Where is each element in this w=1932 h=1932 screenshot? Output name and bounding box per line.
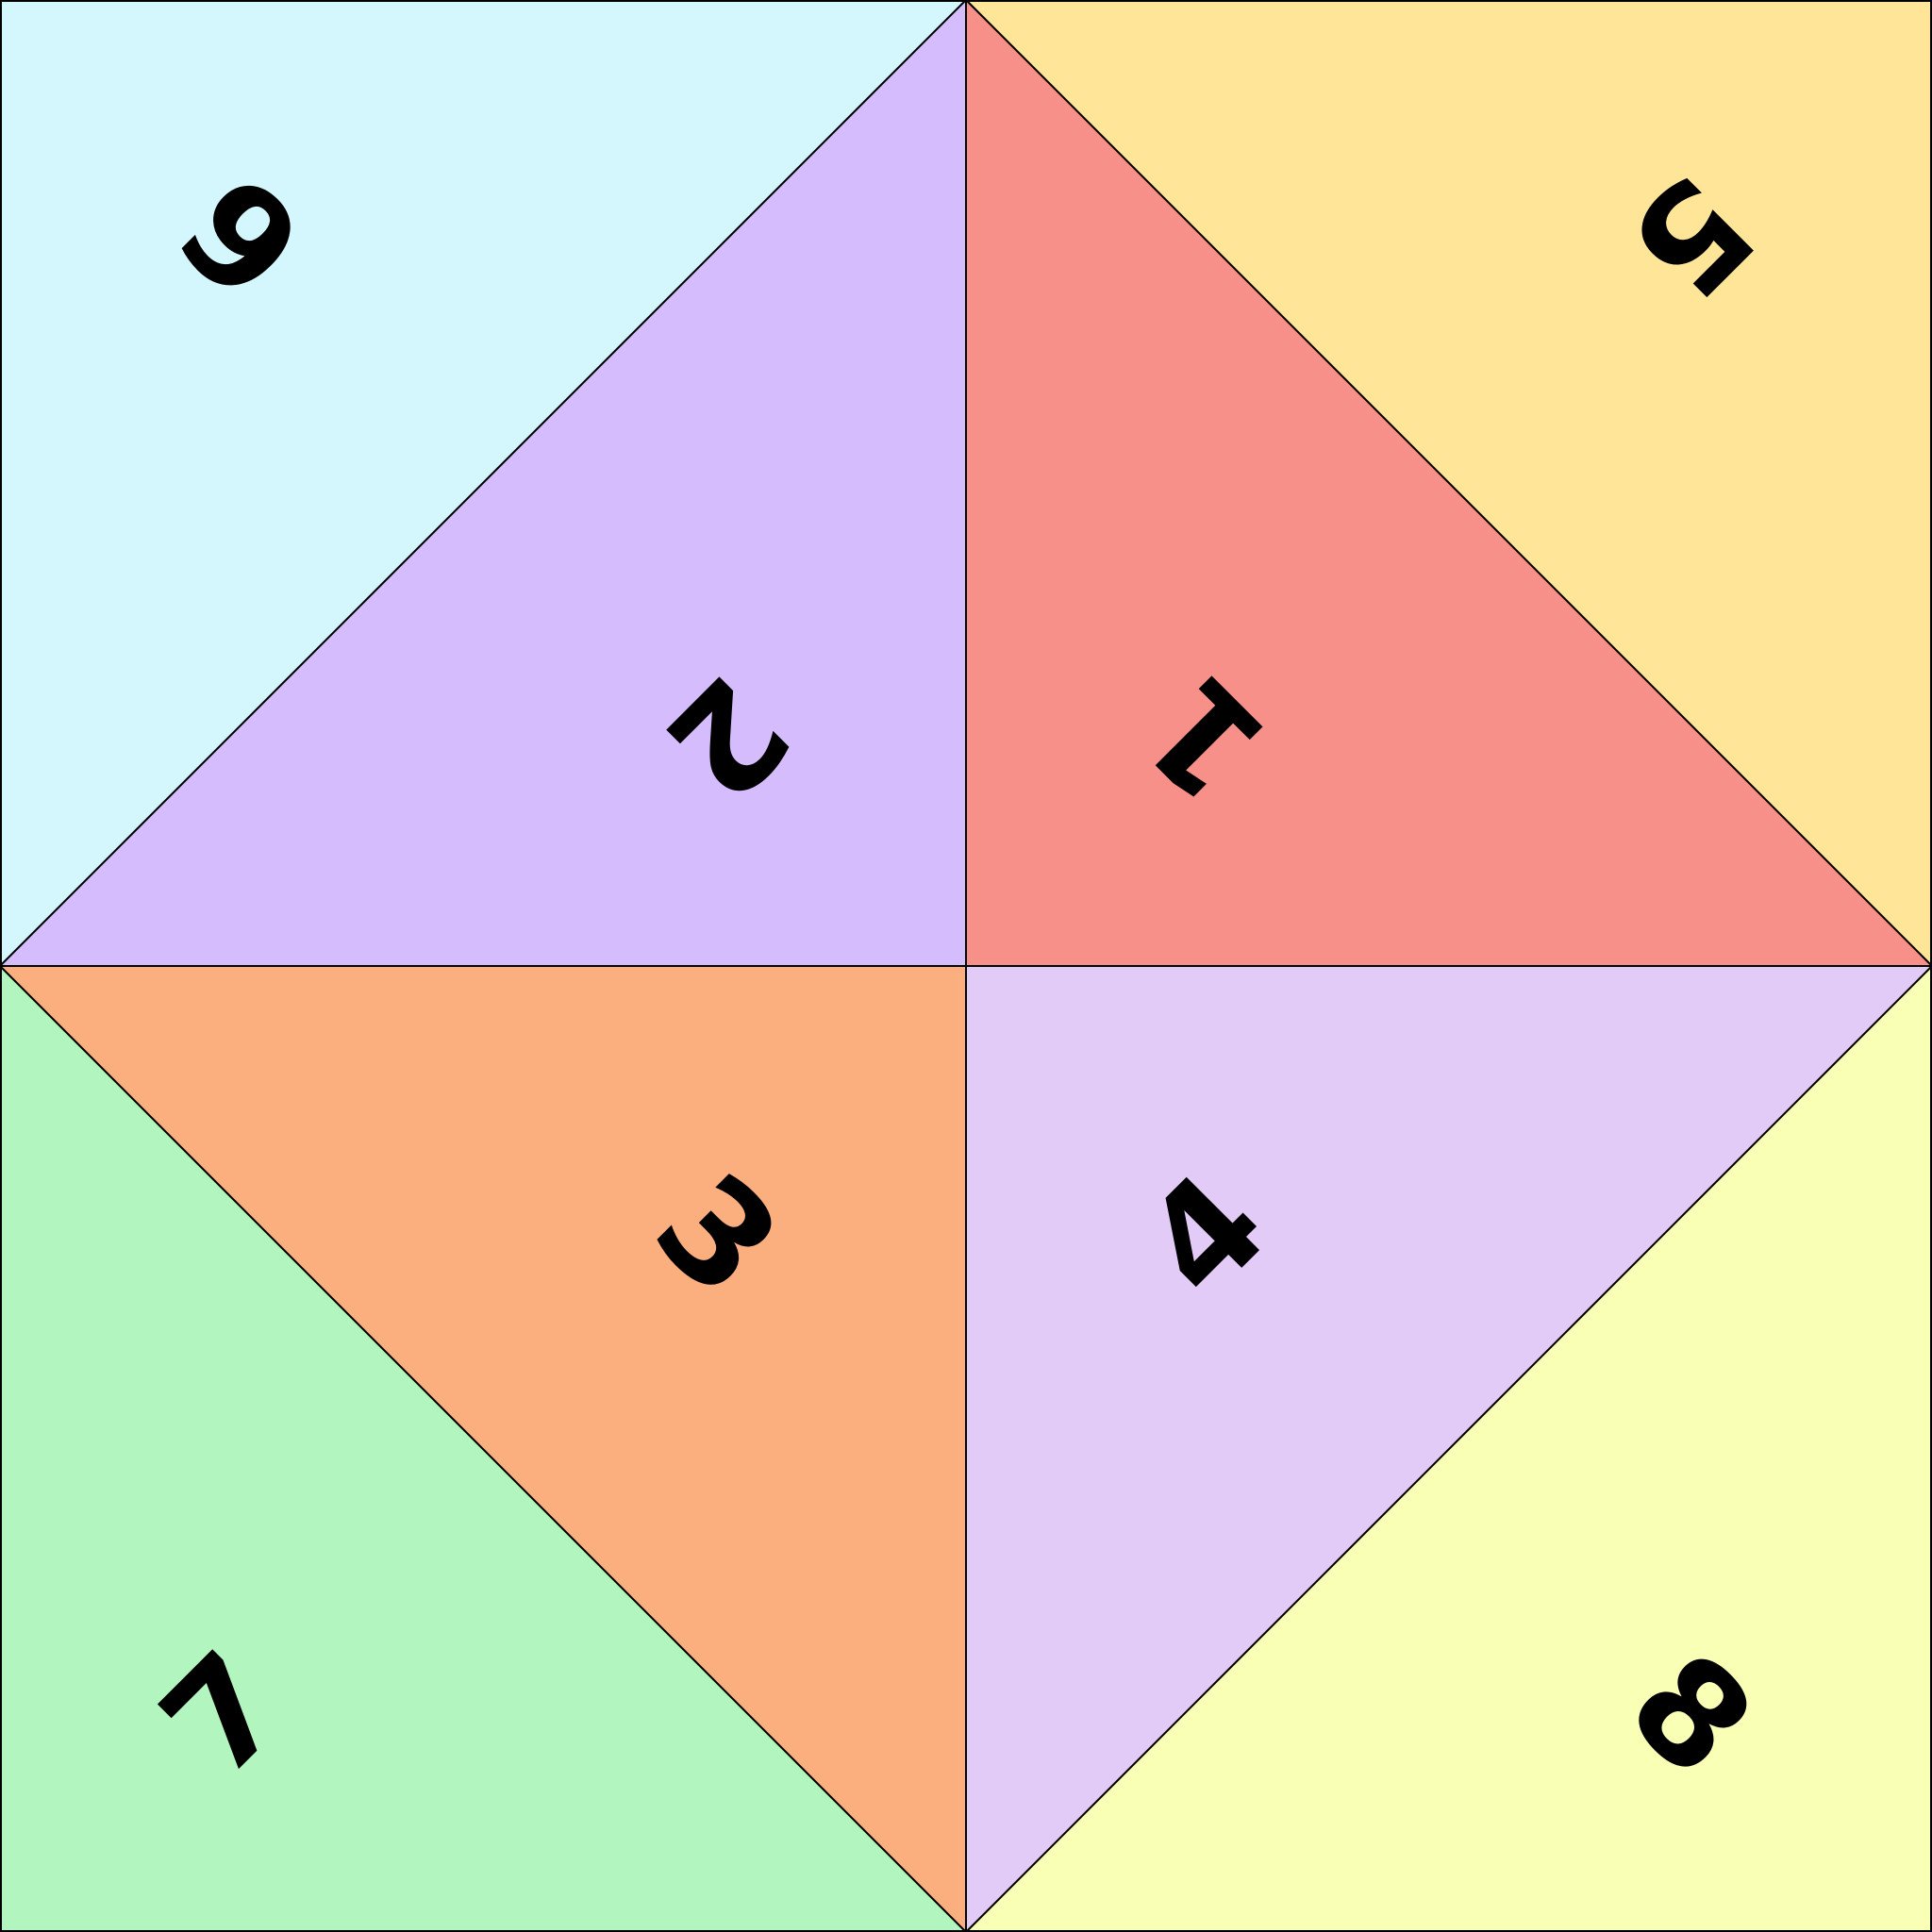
inner-panel-lower-left bbox=[0, 965, 967, 1932]
